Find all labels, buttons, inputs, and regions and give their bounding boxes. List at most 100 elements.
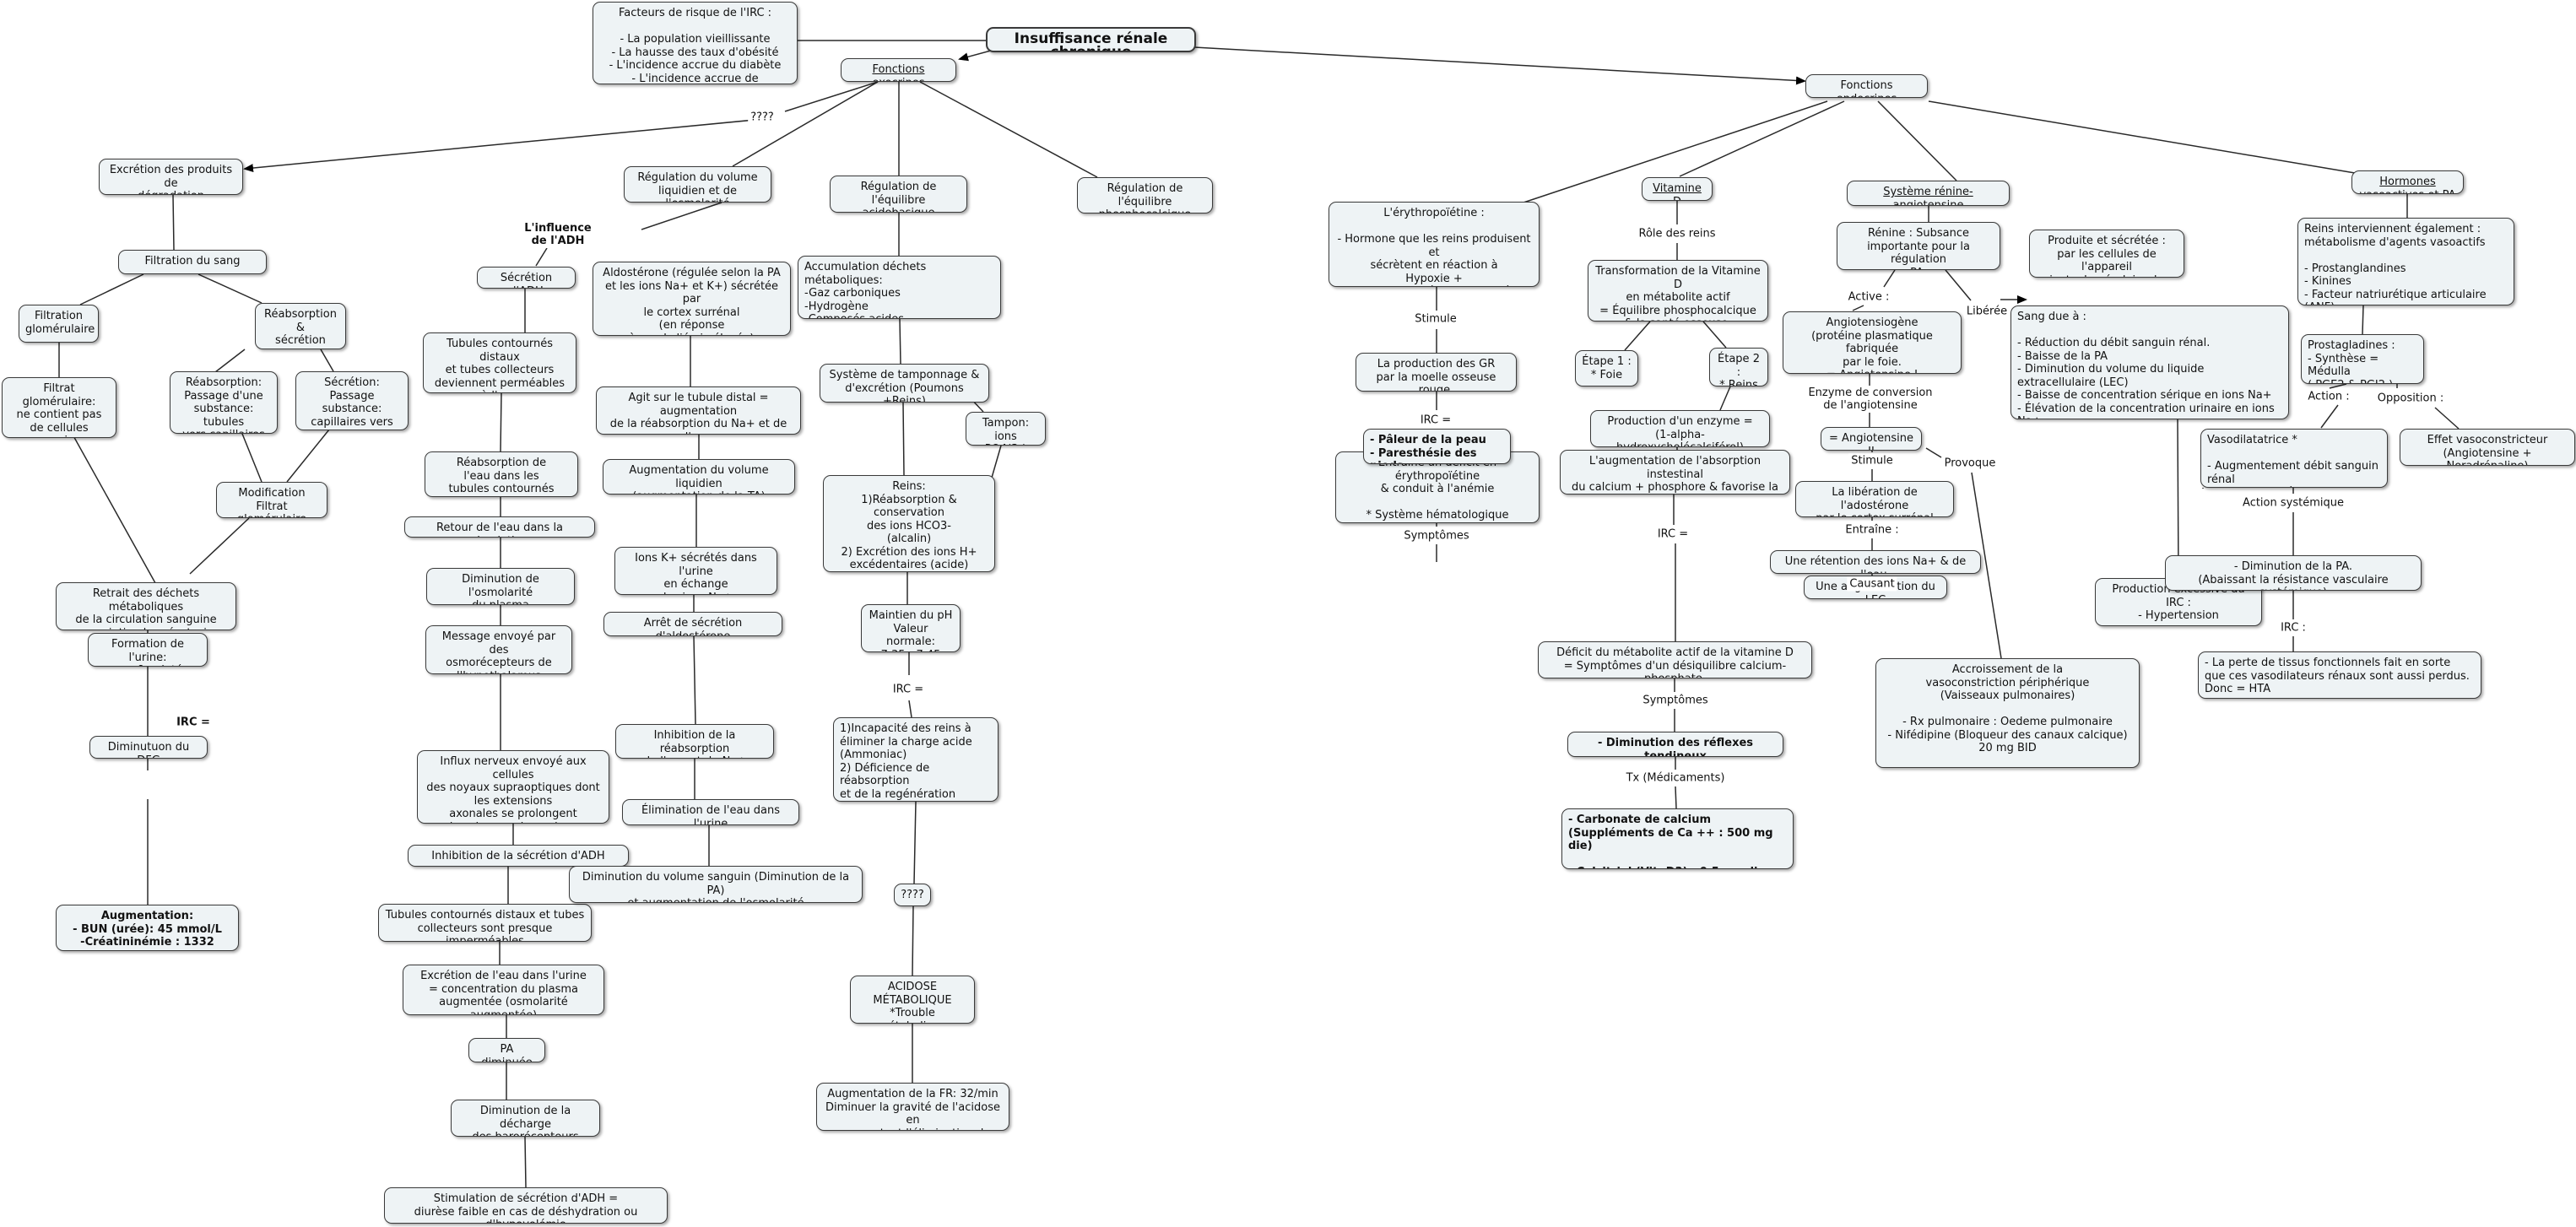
node-ionsk[interactable]: Ions K+ sécrétés dans l'urine en échange… <box>614 547 777 595</box>
link-label-irc3: IRC = <box>1417 413 1454 428</box>
node-renine[interactable]: Rénine : Subsance importante pour la rég… <box>1837 222 2000 270</box>
node-reins[interactable]: Reins: 1)Réabsorption & conservation des… <box>823 475 995 572</box>
node-dimosm[interactable]: Diminution de l'osmolarité du plasma <box>426 568 575 605</box>
node-vitd[interactable]: Vitamine D <box>1642 177 1713 201</box>
link-label-liberee: Libérée <box>1963 304 2010 319</box>
node-risk[interactable]: Facteurs de risque de l'IRC : - La popul… <box>593 2 798 84</box>
link-label-enzyme: Enzyme de conversion de l'angiotensine <box>1805 386 1935 413</box>
node-ph[interactable]: Maintien du pH Valeur normale: 7.35 - 7.… <box>861 604 961 652</box>
node-incap[interactable]: 1)Incapacité des reins à éliminer la cha… <box>833 717 998 802</box>
node-tampon2[interactable]: Tampon: ions PO4(3-) <box>966 412 1046 446</box>
link-label-action: Action : <box>2305 389 2352 404</box>
node-root[interactable]: Insuffisance rénale chronique <box>986 27 1196 52</box>
node-fgloc[interactable]: Filtrat glomérulaire: ne contient pas de… <box>2 377 116 438</box>
node-fglo[interactable]: Filtration glomérulaire <box>19 305 99 343</box>
node-produite[interactable]: Produite et sécrétée : par les cellules … <box>2029 230 2184 278</box>
node-reinsint[interactable]: Reins interviennent également : métaboli… <box>2297 218 2514 305</box>
link-label-irc5: IRC : <box>2278 620 2308 635</box>
link-label-infl: L'influence de l'ADH <box>522 221 594 248</box>
link-label-causant: Causant <box>1847 576 1897 592</box>
node-sra[interactable]: Système rénine-angiotensine <box>1847 181 2010 206</box>
node-arret[interactable]: Arrêt de sécrétion d'aldostérone <box>603 612 782 636</box>
node-elim[interactable]: Élimination de l'eau dans l'urine <box>622 799 799 825</box>
node-tub1[interactable]: Tubules contournés distaux et tubes coll… <box>423 332 576 393</box>
node-epo[interactable]: L'érythropoïétine : - Hormone que les re… <box>1329 202 1540 287</box>
node-etape1[interactable]: Étape 1 : * Foie <box>1575 350 1638 386</box>
link-label-q1: ???? <box>748 110 777 125</box>
node-stim[interactable]: Stimulation de sécrétion d'ADH = diurèse… <box>384 1187 668 1224</box>
node-sang[interactable]: Sang due à : - Réduction du débit sangui… <box>2010 305 2289 419</box>
node-aldo[interactable]: Aldostérone (régulée selon la PA et les … <box>593 262 791 336</box>
node-angio2[interactable]: = Angiotensine II <box>1821 427 1922 451</box>
node-baro[interactable]: Diminution de la décharge des barorécept… <box>451 1100 600 1137</box>
node-msg[interactable]: Message envoyé par des osmorécepteurs de… <box>425 625 572 674</box>
node-carbo[interactable]: - Carbonate de calcium (Suppléments de C… <box>1561 808 1794 869</box>
node-regvol[interactable]: Régulation du volume liquidien et de l'o… <box>624 166 771 203</box>
node-prod[interactable]: Production d'un enzyme = (1-alpha-hydrox… <box>1590 410 1770 447</box>
node-tub2[interactable]: Tubules contournés distaux et tubes coll… <box>378 904 592 942</box>
node-acidose[interactable]: ACIDOSE MÉTABOLIQUE *Trouble métabolique <box>850 976 975 1024</box>
link-label-actsys: Action systémique <box>2240 495 2346 511</box>
node-exo[interactable]: Fonctions exocrines <box>841 58 956 82</box>
node-effet[interactable]: Effet vasoconstricteur (Angiotensine + N… <box>2400 429 2575 466</box>
node-retour[interactable]: Retour de l'eau dans la circulation <box>404 516 595 538</box>
node-secr[interactable]: Sécrétion: Passage substance: capillaire… <box>295 371 409 430</box>
node-dimpa[interactable]: - Diminution de la PA. (Abaissant la rés… <box>2165 555 2422 591</box>
node-augm[interactable]: Augmentation: - BUN (urée): 45 mmol/L -C… <box>56 905 239 951</box>
node-accum[interactable]: Accumulation déchets métaboliques: -Gaz … <box>798 256 1001 319</box>
link-label-opposition: Opposition : <box>2374 391 2447 406</box>
node-reabeau[interactable]: Réabsorption de l'eau dans les tubules c… <box>425 451 578 497</box>
node-modif[interactable]: Modification Filtrat glomérulaire <box>216 482 327 518</box>
node-paleur[interactable]: - Pâleur de la peau - Paresthésie des pi… <box>1363 429 1511 464</box>
node-urine[interactable]: Formation de l'urine: eau & soluté <box>88 633 208 667</box>
link-label-role: Rôle des reins <box>1636 226 1718 241</box>
node-secadh[interactable]: Sécrétion d'ADH <box>477 267 576 289</box>
node-vaso[interactable]: Vasodilatatrice * - Augmentement débit s… <box>2200 429 2388 488</box>
node-reflexes[interactable]: - Diminution des réflexes tendineux <box>1567 732 1783 757</box>
node-deficit[interactable]: Déficit du métabolite actif de la vitami… <box>1538 641 1812 678</box>
link-label-entraine: Entraîne : <box>1843 522 1902 538</box>
node-inhreab[interactable]: Inhibition de la réabsorption de l'eau e… <box>615 724 774 759</box>
node-libaldo[interactable]: La libération de l'adostérone par le cor… <box>1795 481 1954 517</box>
node-filt[interactable]: Filtration du sang <box>118 250 267 274</box>
node-regab[interactable]: Régulation de l'équilibre acidobasique <box>830 176 967 213</box>
node-reab2[interactable]: Réabsorption: Passage d'une substance: t… <box>170 371 278 434</box>
node-inhadh[interactable]: Inhibition de la sécrétion d'ADH <box>408 845 629 867</box>
link-label-irc2: IRC = <box>890 682 927 697</box>
node-augvol[interactable]: Augmentation du volume liquidien (augmen… <box>603 459 795 495</box>
node-perte[interactable]: - La perte de tissus fonctionnels fait e… <box>2198 651 2481 699</box>
node-etape2[interactable]: Étape 2 : * Reins <box>1709 348 1768 386</box>
node-excr[interactable]: Excrétion des produits de dégradation mé… <box>99 159 243 195</box>
link-label-provoque: Provoque <box>1941 456 1999 471</box>
node-transf[interactable]: Transformation de la Vitamine D en métab… <box>1588 260 1768 322</box>
node-dfg[interactable]: Diminutuon du DFG <box>89 736 208 759</box>
node-prosta[interactable]: Prostagladines : - Synthèse = Médulla ( … <box>2301 334 2424 384</box>
node-dimvol[interactable]: Diminution du volume sanguin (Diminution… <box>569 866 863 903</box>
node-accr[interactable]: Accroissement de la vasoconstriction pér… <box>1875 658 2140 768</box>
node-retrait[interactable]: Retrait des déchets métaboliques de la c… <box>56 582 236 630</box>
node-endo[interactable]: Fonctions endocrines <box>1805 74 1928 98</box>
node-reten[interactable]: Une rétention des ions Na+ & de l'eau. <box>1770 550 1981 574</box>
node-fr[interactable]: Augmentation de la FR: 32/min Diminuer l… <box>816 1083 1009 1131</box>
link-label-sympt2: Symptômes <box>1640 693 1711 708</box>
link-label-active: Active : <box>1845 289 1892 305</box>
node-pa[interactable]: PA diminuée <box>468 1038 545 1062</box>
link-label-irc4: IRC = <box>1654 527 1691 542</box>
link-label-irc1: IRC = <box>174 715 213 730</box>
link-label-tx: Tx (Médicaments) <box>1623 770 1728 786</box>
node-q2[interactable]: ???? <box>894 884 931 906</box>
node-tampon[interactable]: Système de tamponnage & d'excrétion (Pou… <box>820 364 989 403</box>
node-gr[interactable]: La production des GR par la moelle osseu… <box>1356 353 1517 392</box>
node-angio[interactable]: Angiotensiogène (protéine plasmatique fa… <box>1783 311 1962 374</box>
node-regphos[interactable]: Régulation de l'équilibre phosphocalciqu… <box>1077 177 1213 214</box>
node-agit[interactable]: Agit sur le tubule distal = augmentation… <box>596 386 801 435</box>
node-excreau[interactable]: Excrétion de l'eau dans l'urine = concen… <box>403 965 604 1015</box>
node-influx[interactable]: Influx nerveux envoyé aux cellules des n… <box>417 750 609 824</box>
link-label-sympt1: Symptômes <box>1401 528 1472 543</box>
link-label-stimule2: Stimule <box>1848 453 1896 468</box>
link-label-stimule: Stimule <box>1412 311 1459 327</box>
node-reab[interactable]: Réabsorption & sécrétion tubulaire <box>255 303 346 349</box>
node-abs[interactable]: L'augmentation de l'absorption instestin… <box>1560 450 1790 495</box>
node-horm[interactable]: Hormones vasoactives et PA <box>2351 170 2464 194</box>
